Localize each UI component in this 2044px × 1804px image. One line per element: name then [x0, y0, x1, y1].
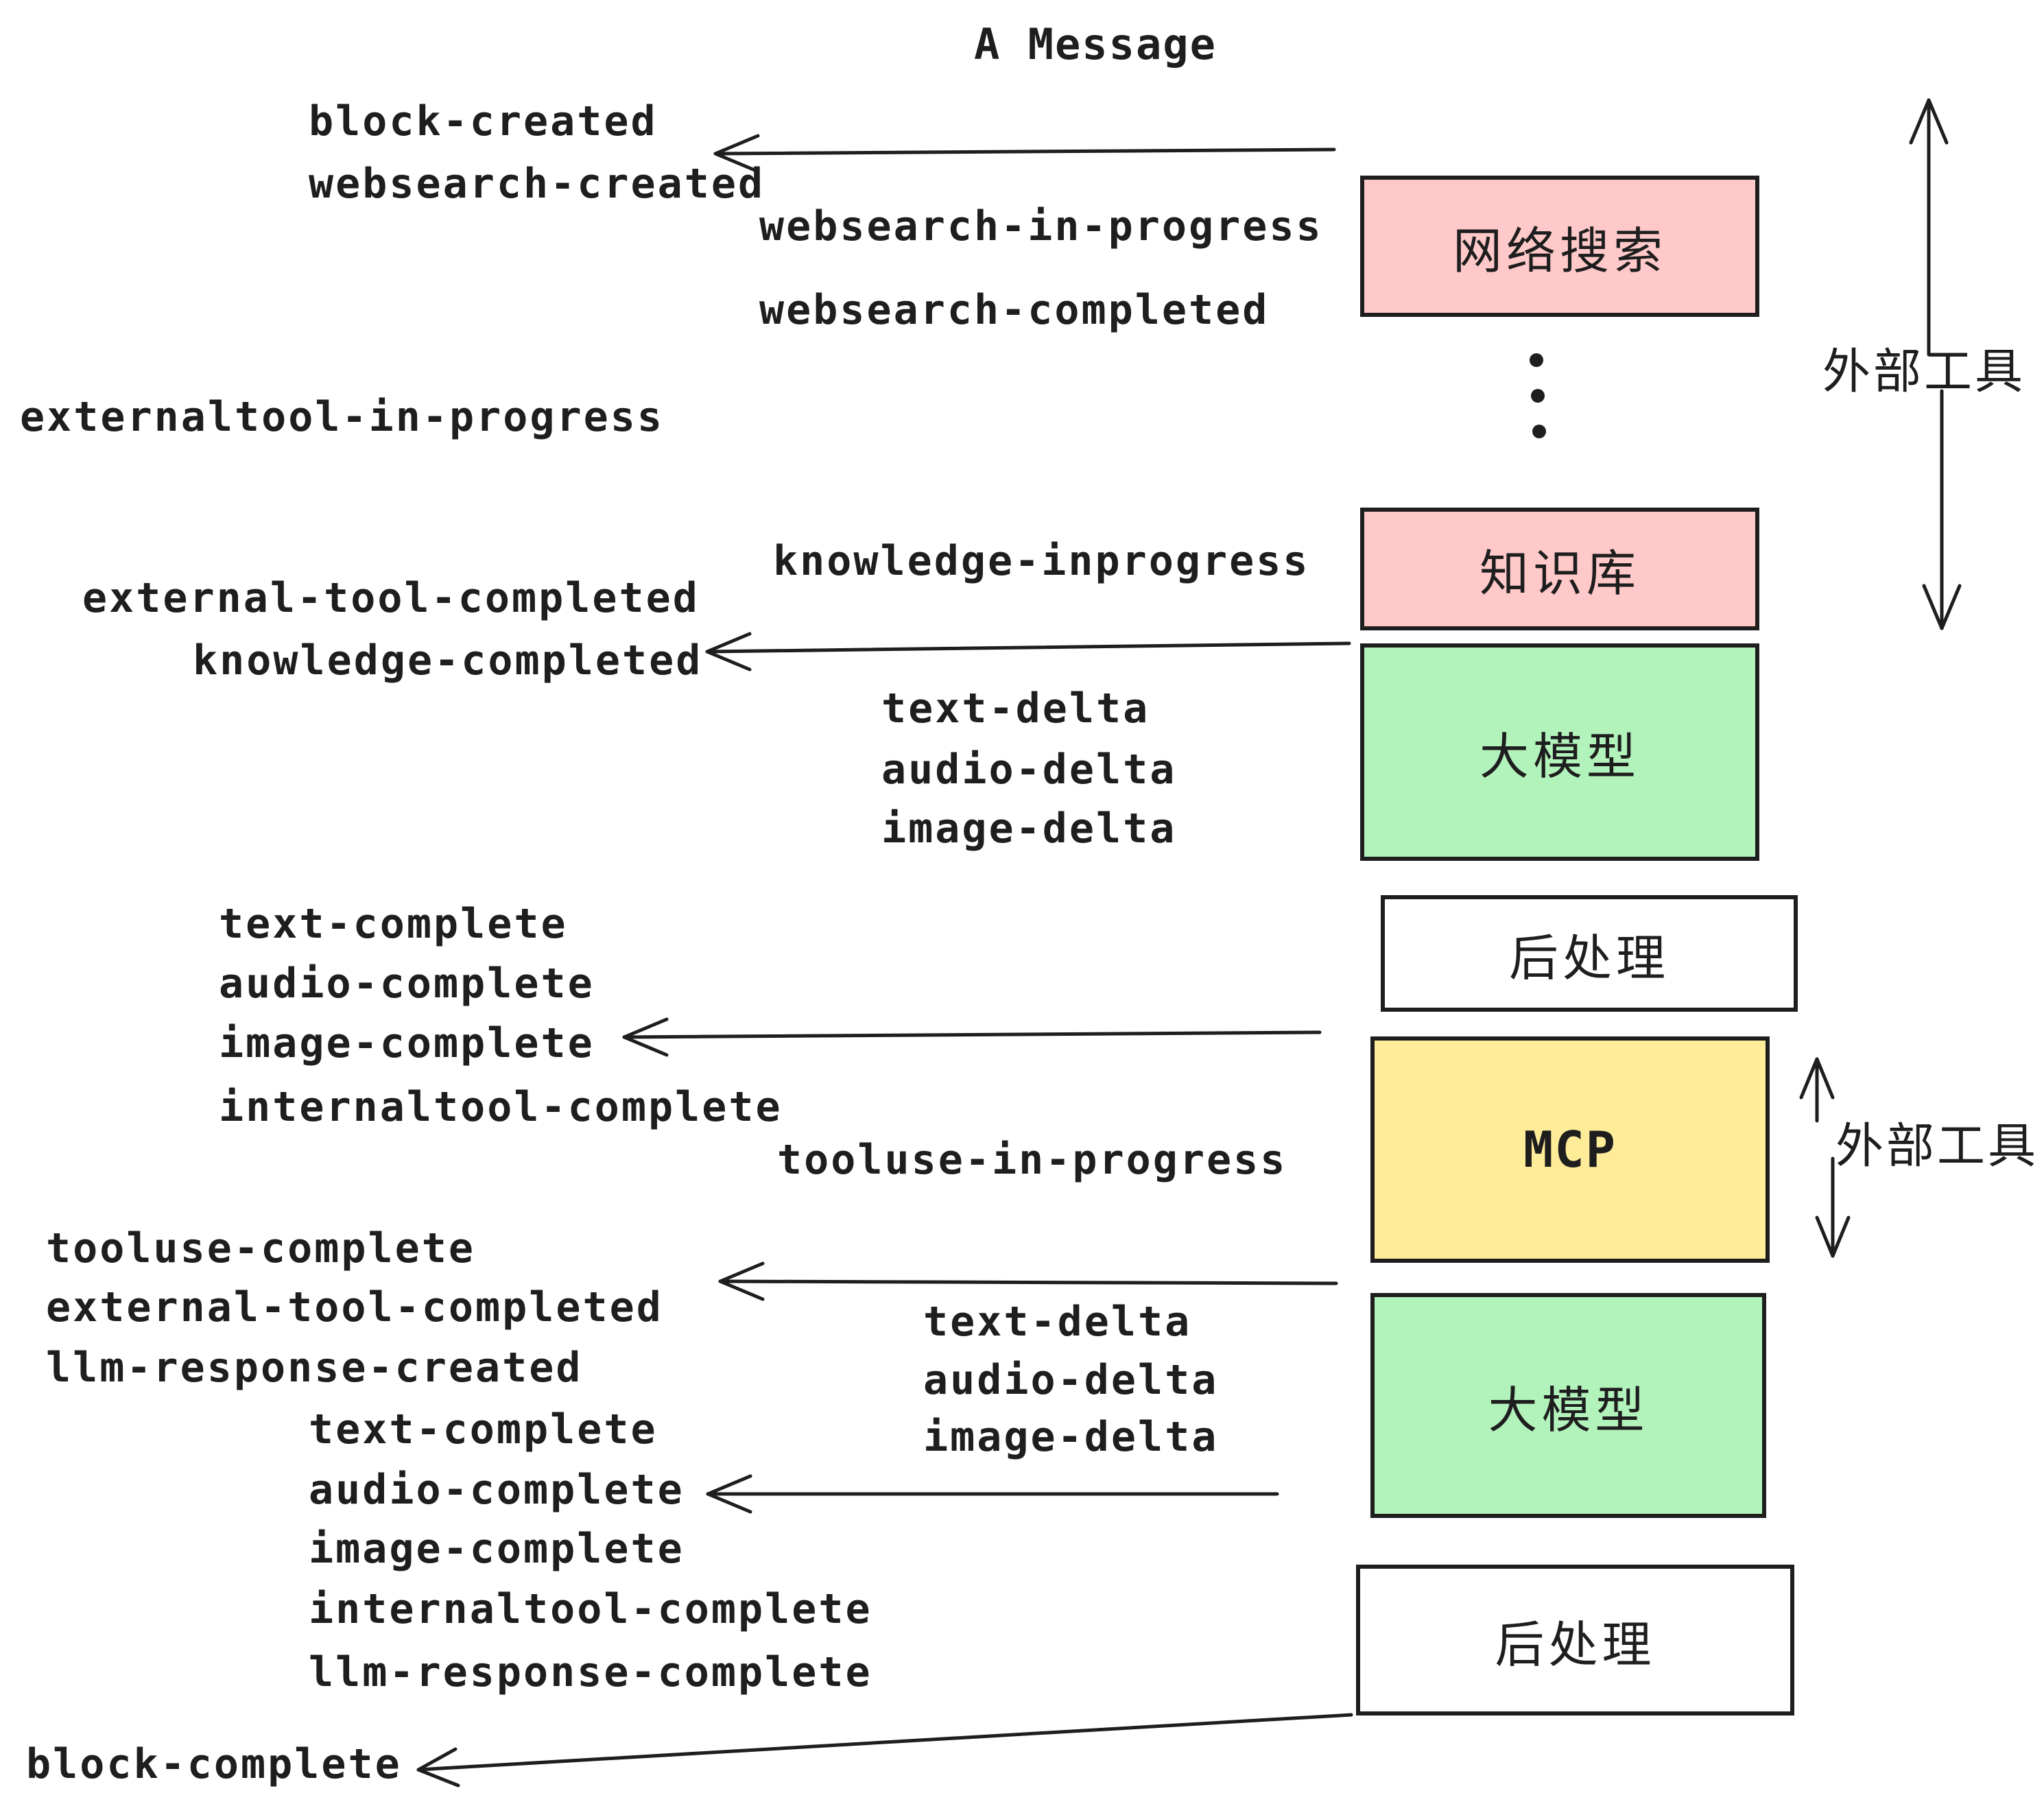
event-tooluse-in-progress: tooluse-in-progress — [777, 1136, 1287, 1184]
event-block-created: block-created — [309, 97, 658, 145]
event-image-complete-2: image-complete — [309, 1525, 685, 1573]
event-external-tool-completed-2: external-tool-completed — [46, 1283, 663, 1331]
external-tools-top-up-arrow — [1909, 98, 1949, 357]
diagram-title: A Message — [974, 19, 1217, 69]
event-externaltool-in-progress: externaltool-in-progress — [20, 393, 664, 441]
external-tools-top-down-arrow — [1922, 389, 1962, 630]
websearch-box: 网络搜索 — [1360, 176, 1759, 317]
arrow-to-image-complete — [622, 1017, 1322, 1057]
websearch-box-label: 网络搜索 — [1452, 222, 1667, 280]
postprocess-box-2: 后处理 — [1356, 1565, 1794, 1716]
event-llm-response-complete: llm-response-complete — [309, 1648, 872, 1696]
arrow-to-audio-complete — [706, 1474, 1279, 1514]
event-knowledge-completed: knowledge-completed — [193, 637, 703, 685]
event-audio-delta-2: audio-delta — [923, 1356, 1219, 1404]
event-websearch-in-progress: websearch-in-progress — [759, 202, 1323, 250]
event-websearch-completed: websearch-completed — [759, 286, 1270, 334]
knowledge-base-box: 知识库 — [1360, 508, 1759, 630]
event-image-delta-1: image-delta — [881, 805, 1177, 853]
event-text-complete-2: text-complete — [309, 1405, 658, 1453]
knowledge-base-box-label: 知识库 — [1479, 545, 1640, 602]
arrow-to-knowledge-completed — [705, 632, 1351, 672]
event-text-delta-2: text-delta — [923, 1298, 1192, 1346]
event-text-delta-1: text-delta — [881, 685, 1150, 733]
event-audio-complete-2: audio-complete — [309, 1466, 685, 1514]
llm-box-2-label: 大模型 — [1488, 1381, 1649, 1439]
llm-box-1: 大模型 — [1360, 643, 1759, 861]
ellipsis-dots — [1530, 353, 1546, 438]
postprocess-box-1-label: 后处理 — [1508, 929, 1669, 987]
event-llm-response-created: llm-response-created — [46, 1344, 583, 1392]
event-image-delta-2: image-delta — [923, 1413, 1219, 1461]
postprocess-box-2-label: 后处理 — [1495, 1615, 1656, 1674]
postprocess-box-1: 后处理 — [1381, 895, 1798, 1012]
external-tools-mid-up-arrow — [1799, 1057, 1835, 1123]
llm-box-2: 大模型 — [1370, 1293, 1766, 1518]
mcp-box-label: MCP — [1523, 1121, 1617, 1178]
external-tools-label-top: 外部工具 — [1822, 343, 2025, 400]
arrow-to-block-created — [713, 134, 1336, 174]
event-image-complete-1: image-complete — [219, 1019, 595, 1067]
external-tools-label-mid: 外部工具 — [1835, 1117, 2039, 1174]
event-internaltool-complete-1: internaltool-complete — [219, 1083, 783, 1131]
arrow-to-block-complete — [416, 1713, 1353, 1788]
event-block-complete: block-complete — [26, 1740, 402, 1788]
event-audio-complete-1: audio-complete — [219, 960, 595, 1008]
event-knowledge-inprogress: knowledge-inprogress — [773, 537, 1310, 585]
llm-box-1-label: 大模型 — [1479, 728, 1640, 785]
event-tooluse-complete: tooluse-complete — [46, 1224, 475, 1272]
event-websearch-created: websearch-created — [309, 160, 765, 208]
event-external-tool-completed-1: external-tool-completed — [82, 574, 700, 622]
event-audio-delta-1: audio-delta — [881, 746, 1177, 794]
event-text-complete-1: text-complete — [219, 900, 568, 948]
event-internaltool-complete-2: internaltool-complete — [309, 1585, 872, 1633]
mcp-box: MCP — [1370, 1036, 1770, 1263]
arrow-to-tooluse-complete — [718, 1261, 1338, 1301]
